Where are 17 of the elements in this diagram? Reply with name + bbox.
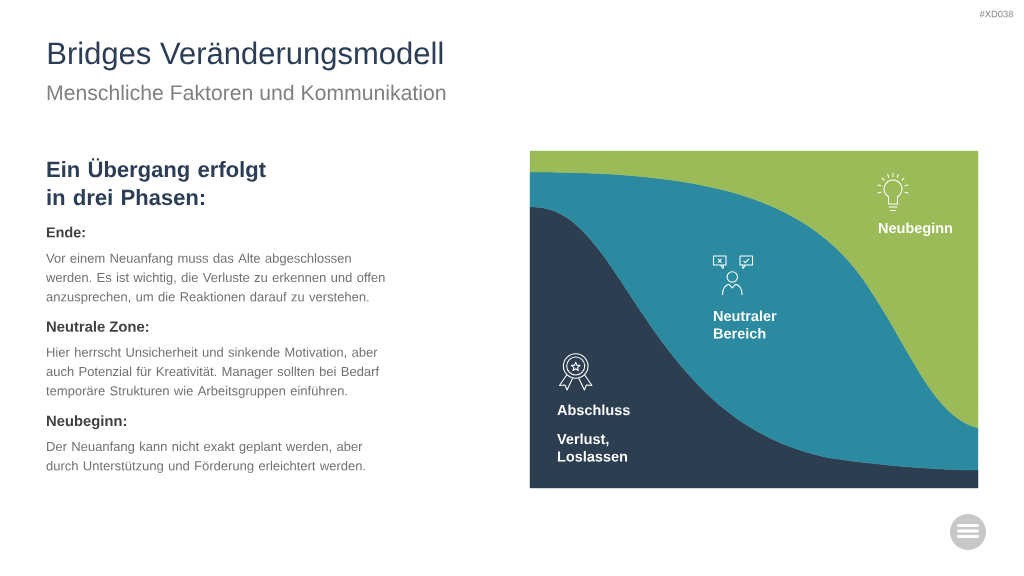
phase-band (529, 150, 979, 429)
phase-description: Vor einem Neuanfang muss das Alte abgeschlossen werden. Es ist wichtig, die Verluste zu erkennen und offen anzusprechen, um die Reaktionen darauf zu verstehen. (46, 253, 385, 304)
phase-title: Neutraler Bereich (713, 310, 777, 339)
phase-heading: Neubeginn: (47, 415, 126, 430)
phase-description: Hier herrscht Unsicherheit und sinkende Motivation, aber auch Potenzial für Kreativität. Manager sollten bei Bedarf temporäre Strukturen wie Arbeitsgruppen einführen. (46, 347, 380, 398)
phase-heading: Neutrale Zone: (47, 320, 149, 332)
phase-description: Verlust, Loslassen (557, 433, 628, 462)
phase-band (529, 206, 979, 489)
phase-title: Neubeginn (878, 222, 953, 237)
phase-description: Der Neuanfang kann nicht exakt geplant werden, aber durch Unterstützung und Förderung erleichtert werden. (46, 441, 365, 473)
phase-band (529, 171, 979, 471)
phase-heading: Ende: (46, 226, 85, 238)
slide-subtitle: Menschliche Faktoren und Kommunikation (47, 84, 446, 101)
phase-title: Abschluss (557, 404, 630, 416)
section-heading: Ein Übergang erfolgt in drei Phasen: (47, 158, 266, 206)
slide-title: Bridges Veränderungsmodell (48, 41, 443, 71)
reference-code: #XD038 (979, 10, 1014, 18)
